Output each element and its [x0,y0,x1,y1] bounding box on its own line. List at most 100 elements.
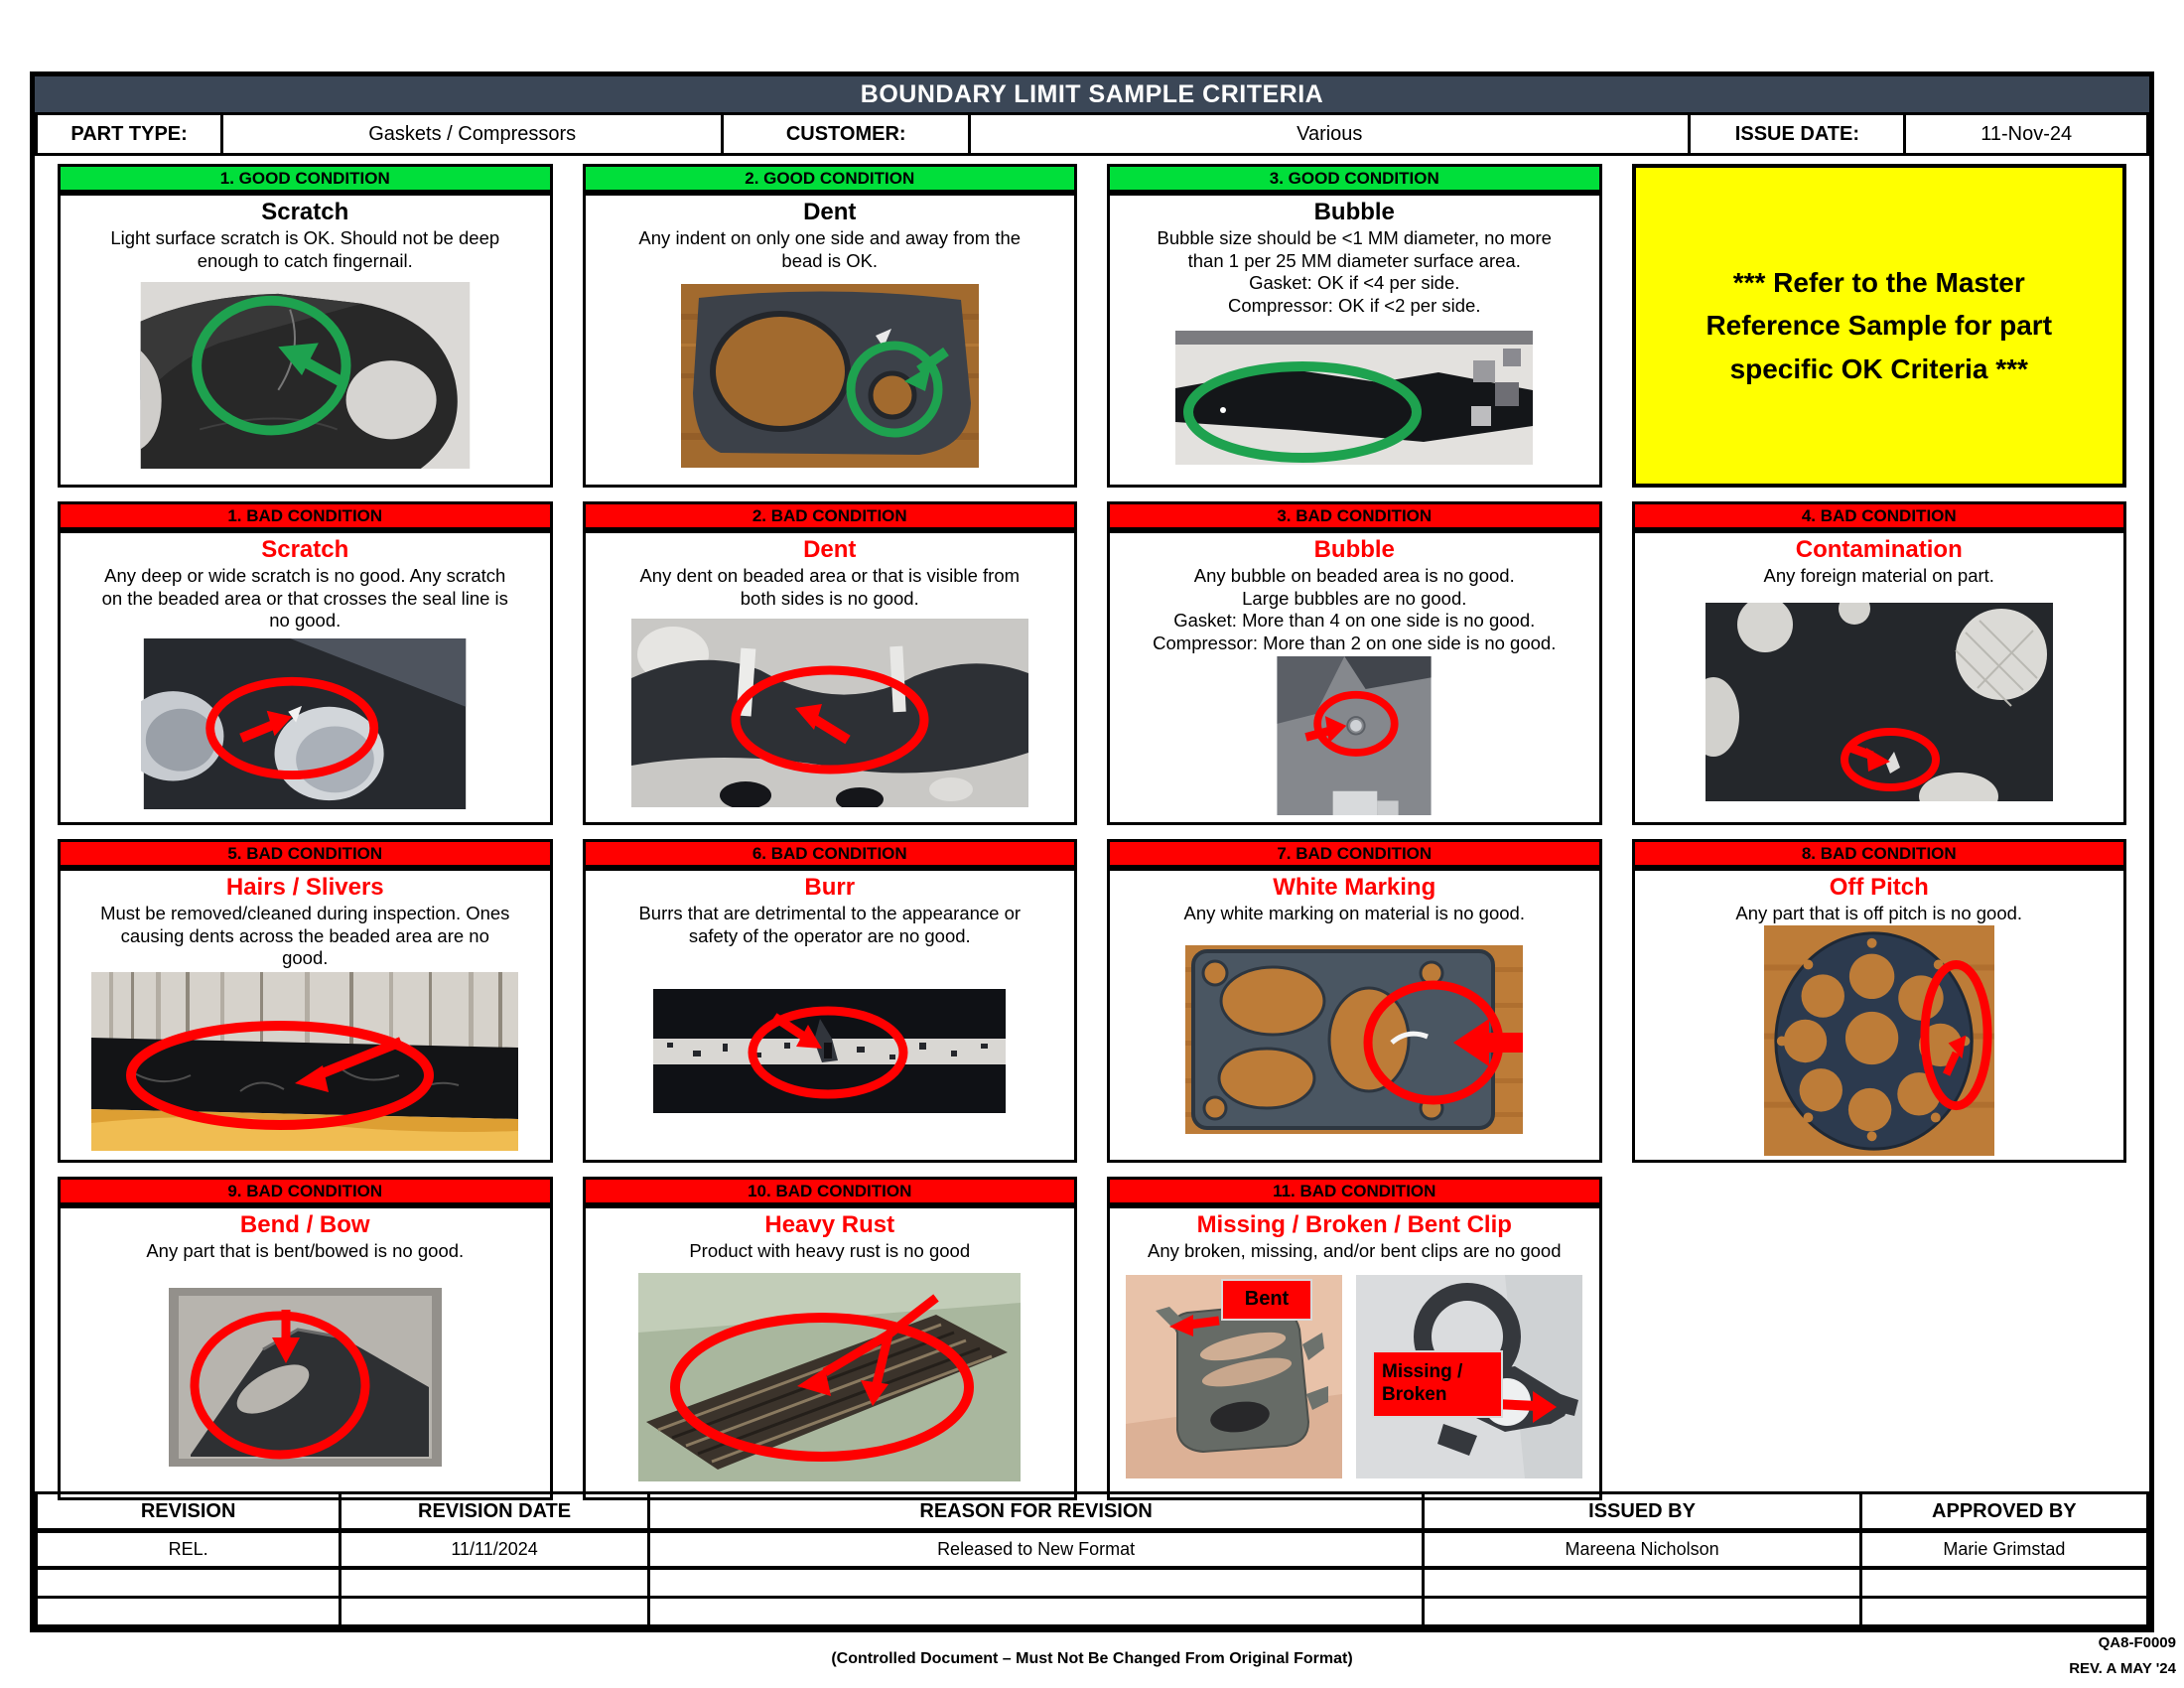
photo-bad-bend-bow [168,1287,442,1467]
condition-grid: 1. GOOD CONDITION Scratch Light surface … [58,164,2126,1500]
condition-title: White Marking [1273,874,1436,901]
cell-good-scratch: 1. GOOD CONDITION Scratch Light surface … [58,164,553,488]
condition-description: Any indent on only one side and away fro… [638,227,1022,271]
revision-col-header: REVISION [34,1491,342,1533]
condition-title: Bend / Bow [239,1211,370,1238]
defect-annotation [205,677,379,780]
condition-title: Scratch [261,536,349,563]
photo-bad-heavy-rust [638,1272,1022,1481]
condition-header: 1. GOOD CONDITION [58,164,553,193]
clip-photo-combo: Bent Missing / Broken [1116,1263,1593,1491]
defect-annotation [1304,690,1399,757]
condition-description: Any part that is off pitch is no good. [1735,903,2023,923]
condition-header: 7. BAD CONDITION [1107,839,1602,868]
condition-title: Off Pitch [1829,874,1929,901]
revision-table: REVISION REVISION DATE REASON FOR REVISI… [34,1491,2150,1627]
part-type-label: PART TYPE: [34,112,224,156]
condition-header: 4. BAD CONDITION [1631,501,2126,530]
cell-bad-bubble: 3. BAD CONDITION Bubble Any bubble on be… [1107,501,1602,825]
revision-row: REL. 11/11/2024 Released to New Format M… [34,1529,2150,1570]
issue-date-value: 11-Nov-24 [1903,112,2149,156]
controlled-document-note: (Controlled Document – Must Not Be Chang… [831,1650,1353,1667]
condition-title: Burr [804,874,856,901]
photo-bad-hairs-slivers [91,972,519,1152]
empty-grid-slot [1632,1177,2127,1500]
cell-master-reference-note: *** Refer to the Master Reference Sample… [1631,164,2126,488]
issue-date-label: ISSUE DATE: [1688,112,1907,156]
cell-bad-missing-broken-bent-clip: 11. BAD CONDITION Missing / Broken / Ben… [1107,1177,1602,1500]
page-title: BOUNDARY LIMIT SAMPLE CRITERIA [35,76,2149,112]
defect-annotation [670,1294,975,1462]
revision-row [34,1596,2150,1627]
condition-header: 9. BAD CONDITION [58,1177,553,1205]
approved-by-col-header: APPROVED BY [1858,1491,2150,1533]
cell-bad-heavy-rust: 10. BAD CONDITION Heavy Rust Product wit… [582,1177,1077,1500]
defect-annotation [731,665,929,774]
condition-description: Must be removed/cleaned during inspectio… [100,903,510,969]
revision-header-row: REVISION REVISION DATE REASON FOR REVISI… [34,1491,2150,1533]
condition-header: 3. BAD CONDITION [1107,501,1602,530]
defect-annotation [748,1006,908,1099]
cell-bad-burr: 6. BAD CONDITION Burr Burrs that are det… [582,839,1077,1163]
ok-annotation [1183,361,1423,464]
cell-good-dent: 2. GOOD CONDITION Dent Any indent on onl… [582,164,1077,488]
ok-annotation [846,341,949,438]
cell-bad-scratch: 1. BAD CONDITION Scratch Any deep or wid… [58,501,553,825]
revision-row [34,1566,2150,1599]
photo-bad-dent [630,619,1028,808]
reason-col-header: REASON FOR REVISION [646,1491,1426,1533]
condition-description: Light surface scratch is OK. Should not … [110,227,500,271]
condition-description: Burrs that are detrimental to the appear… [638,903,1022,946]
photo-good-dent [680,283,979,468]
reason-value: Released to New Format [646,1529,1426,1570]
photo-bad-burr [653,988,1007,1113]
document-frame: BOUNDARY LIMIT SAMPLE CRITERIA PART TYPE… [30,71,2154,1632]
condition-description: Any bubble on beaded area is no good. La… [1153,565,1557,653]
ok-annotation [191,295,351,436]
document-revision: REV. A MAY '24 [2069,1660,2176,1678]
cell-bad-contamination: 4. BAD CONDITION Contamination Any forei… [1631,501,2126,825]
defect-annotation [1363,980,1524,1105]
condition-title: Scratch [261,199,349,225]
condition-description: Product with heavy rust is no good [689,1240,971,1261]
customer-label: CUSTOMER: [721,112,972,156]
condition-description: Any dent on beaded area or that is visib… [639,565,1021,609]
defect-annotation [1169,1315,1220,1337]
cell-bad-white-marking: 7. BAD CONDITION White Marking Any white… [1107,839,1602,1163]
part-type-value: Gaskets / Compressors [220,112,725,156]
photo-bad-scratch [141,638,467,810]
bent-label: Bent [1221,1278,1312,1321]
condition-header: 5. BAD CONDITION [58,839,553,868]
condition-header: 3. GOOD CONDITION [1107,164,1602,193]
condition-title: Hairs / Slivers [225,874,384,901]
revision-value: REL. [34,1529,342,1570]
revision-date-col-header: REVISION DATE [339,1491,650,1533]
defect-annotation [126,1021,435,1131]
condition-header: 6. BAD CONDITION [582,839,1077,868]
photo-bad-white-marking [1185,944,1524,1134]
condition-title: Missing / Broken / Bent Clip [1196,1211,1512,1238]
condition-description: Any deep or wide scratch is no good. Any… [101,565,508,632]
condition-header: 8. BAD CONDITION [1631,839,2126,868]
document-number-block: QA8-F0009 REV. A MAY '24 [2069,1630,2176,1683]
condition-header: 2. BAD CONDITION [582,501,1077,530]
photo-good-scratch [140,282,470,470]
condition-description: Any white marking on material is no good… [1183,903,1525,923]
cell-good-bubble: 3. GOOD CONDITION Bubble Bubble size sho… [1107,164,1602,488]
cell-bad-off-pitch: 8. BAD CONDITION Off Pitch Any part that… [1631,839,2126,1163]
cell-bad-hairs-slivers: 5. BAD CONDITION Hairs / Slivers Must be… [58,839,553,1163]
defect-annotation [1920,959,1992,1110]
condition-title: Heavy Rust [764,1211,895,1238]
photo-bad-bubble [1277,655,1432,815]
condition-header: 2. GOOD CONDITION [582,164,1077,193]
document-info-bar: PART TYPE: Gaskets / Compressors CUSTOME… [34,112,2149,156]
document-number: QA8-F0009 [2098,1634,2176,1651]
defect-annotation [1840,727,1940,791]
condition-title: Bubble [1313,199,1395,225]
condition-description: Any part that is bent/bowed is no good. [146,1240,465,1261]
condition-title: Dent [803,199,857,225]
cell-bad-bend-bow: 9. BAD CONDITION Bend / Bow Any part tha… [58,1177,553,1500]
condition-description: Any foreign material on part. [1763,565,1994,586]
master-reference-note: *** Refer to the Master Reference Sample… [1631,164,2126,488]
